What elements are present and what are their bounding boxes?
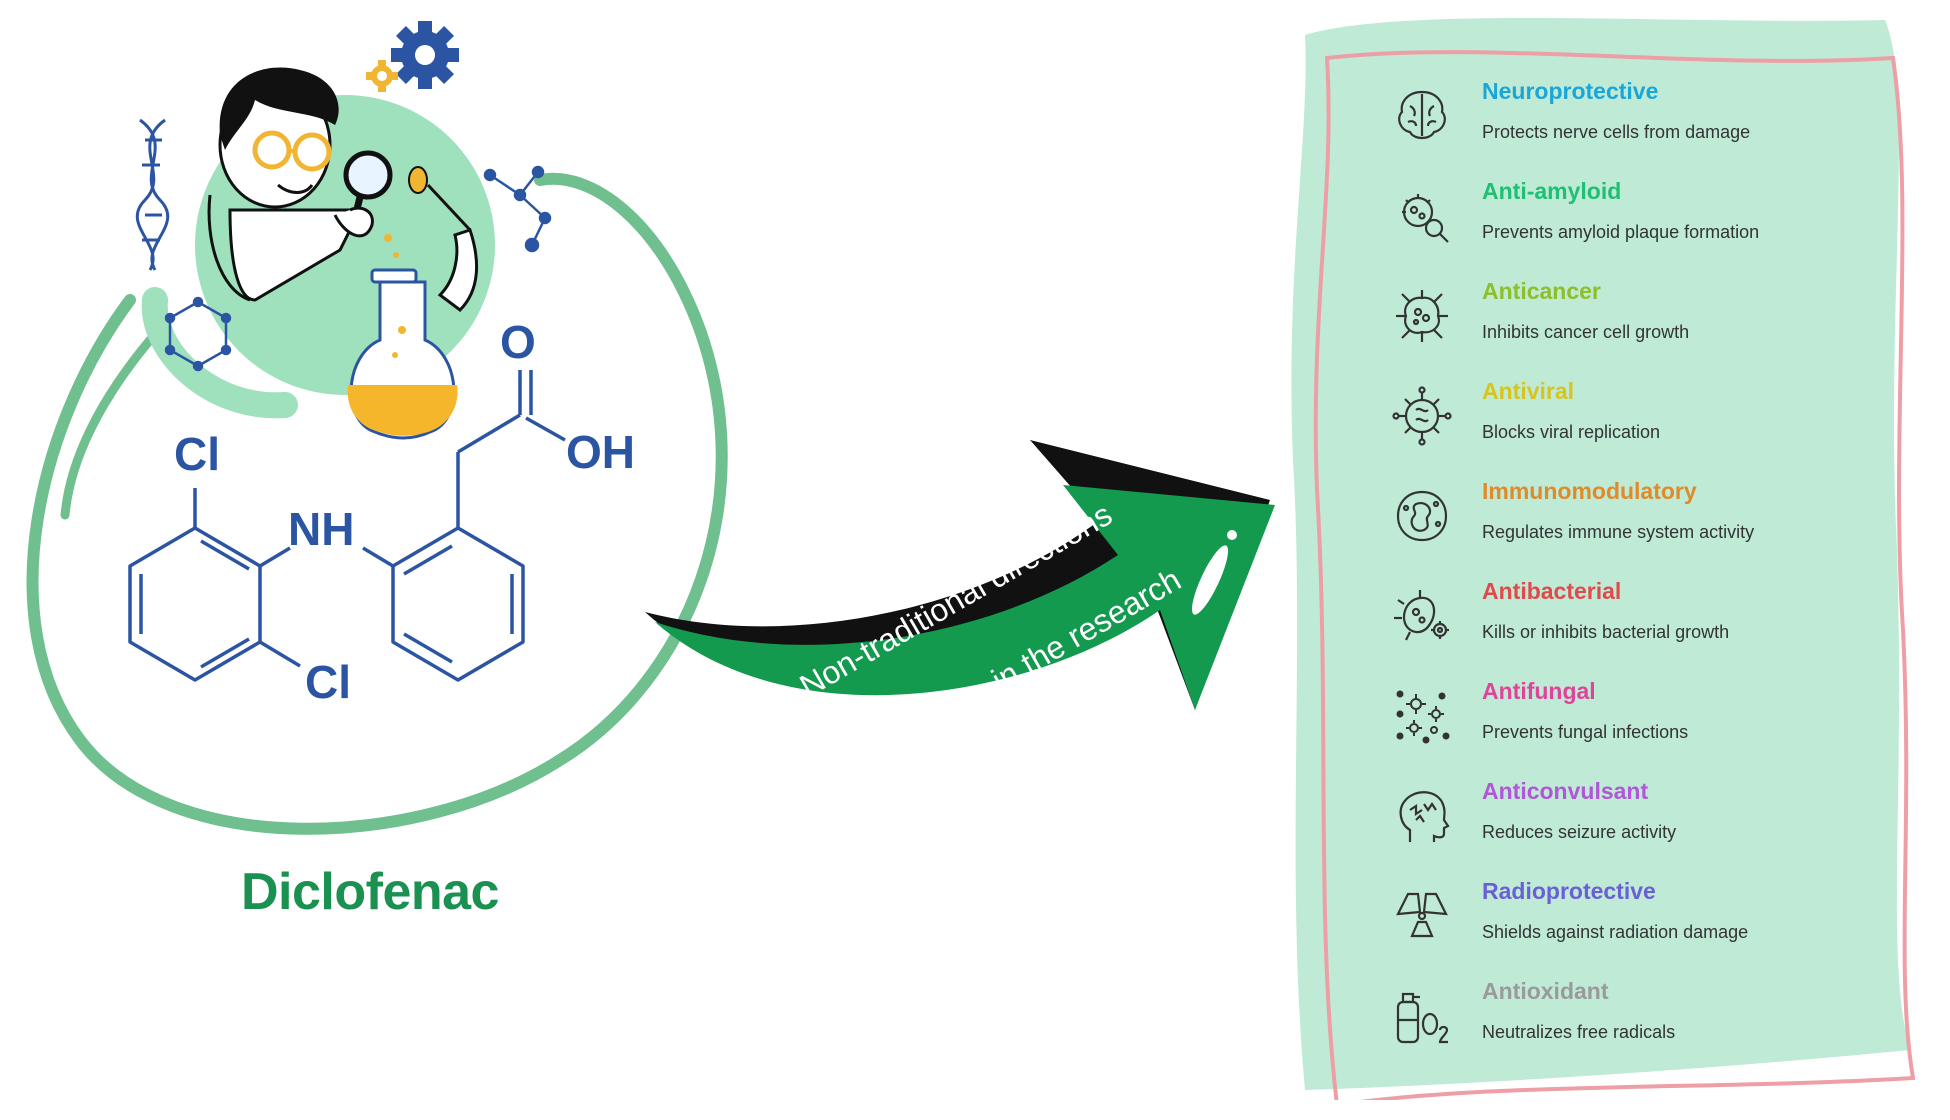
small-gear-icon bbox=[366, 60, 398, 92]
atom-o: O bbox=[500, 316, 536, 368]
virus-icon bbox=[1392, 386, 1452, 446]
property-name: Radioprotective bbox=[1482, 878, 1656, 904]
panel-border bbox=[1313, 50, 1915, 1100]
head-seizure-icon bbox=[1399, 791, 1450, 842]
property-immunomodulatory: Immunomodulatory Regulates immune system… bbox=[1390, 470, 1890, 570]
property-name: Antibacterial bbox=[1482, 578, 1622, 604]
property-name: Anticancer bbox=[1482, 278, 1601, 304]
spores-icon bbox=[1396, 690, 1450, 744]
property-desc: Protects nerve cells from damage bbox=[1482, 122, 1751, 142]
property-name: Antiviral bbox=[1482, 378, 1575, 404]
property-desc: Blocks viral replication bbox=[1482, 422, 1661, 442]
property-anticonvulsant: Anticonvulsant Reduces seizure activity bbox=[1390, 770, 1890, 870]
property-desc: Neutralizes free radicals bbox=[1482, 1022, 1676, 1042]
property-name: Immunomodulatory bbox=[1482, 478, 1697, 504]
hexagon-molecule-icon bbox=[164, 296, 232, 372]
plaque-search-icon bbox=[1402, 194, 1449, 243]
property-desc: Prevents amyloid plaque formation bbox=[1482, 222, 1760, 242]
property-name: Anticonvulsant bbox=[1482, 778, 1649, 804]
property-anti-amyloid: Anti-amyloid Prevents amyloid plaque for… bbox=[1390, 170, 1890, 270]
property-desc: Regulates immune system activity bbox=[1482, 522, 1755, 542]
property-antibacterial: Antibacterial Kills or inhibits bacteria… bbox=[1390, 570, 1890, 670]
property-antiviral: Antiviral Blocks viral replication bbox=[1390, 370, 1890, 470]
cancer-cell-icon bbox=[1396, 290, 1448, 342]
property-desc: Reduces seizure activity bbox=[1482, 822, 1677, 842]
property-name: Antifungal bbox=[1482, 678, 1596, 704]
gear-icon bbox=[391, 21, 459, 89]
network-molecule-icon bbox=[483, 165, 552, 253]
property-anticancer: Anticancer Inhibits cancer cell growth bbox=[1390, 270, 1890, 370]
property-radioprotective: Radioprotective Shields against radiatio… bbox=[1390, 870, 1890, 970]
property-desc: Prevents fungal infections bbox=[1482, 722, 1689, 742]
swirl-tail bbox=[141, 287, 298, 419]
atom-nh: NH bbox=[288, 503, 354, 555]
property-name: Anti-amyloid bbox=[1482, 178, 1622, 204]
radiation-icon bbox=[1396, 892, 1448, 938]
swirl-inner bbox=[60, 335, 155, 520]
oxygen-tank-icon bbox=[1396, 992, 1449, 1044]
property-neuroprotective: Neuroprotective Protects nerve cells fro… bbox=[1390, 70, 1890, 170]
swirl-outline bbox=[26, 172, 728, 835]
property-name: Neuroprotective bbox=[1482, 78, 1659, 104]
flask-icon bbox=[347, 268, 458, 440]
drug-title: Diclofenac bbox=[241, 863, 499, 921]
diclofenac-structure bbox=[128, 370, 566, 682]
atom-cl-top: Cl bbox=[174, 428, 220, 480]
atom-oh: OH bbox=[566, 426, 635, 478]
scientist-illustration bbox=[207, 67, 479, 312]
immune-cell-icon bbox=[1396, 490, 1448, 542]
property-desc: Kills or inhibits bacterial growth bbox=[1482, 622, 1730, 642]
bacteria-icon bbox=[1394, 590, 1449, 641]
property-antifungal: Antifungal Prevents fungal infections bbox=[1390, 670, 1890, 770]
property-name: Antioxidant bbox=[1482, 978, 1609, 1004]
brain-icon bbox=[1398, 90, 1446, 140]
molecule-labels: Cl NH Cl O OH bbox=[174, 316, 635, 708]
atom-cl-bottom: Cl bbox=[305, 656, 351, 708]
property-desc: Inhibits cancer cell growth bbox=[1482, 322, 1690, 342]
property-desc: Shields against radiation damage bbox=[1482, 922, 1749, 942]
research-arrow: Non-traditional directions in the resear… bbox=[645, 440, 1275, 727]
property-antioxidant: Antioxidant Neutralizes free radicals bbox=[1390, 970, 1890, 1070]
dna-icon bbox=[136, 118, 169, 271]
